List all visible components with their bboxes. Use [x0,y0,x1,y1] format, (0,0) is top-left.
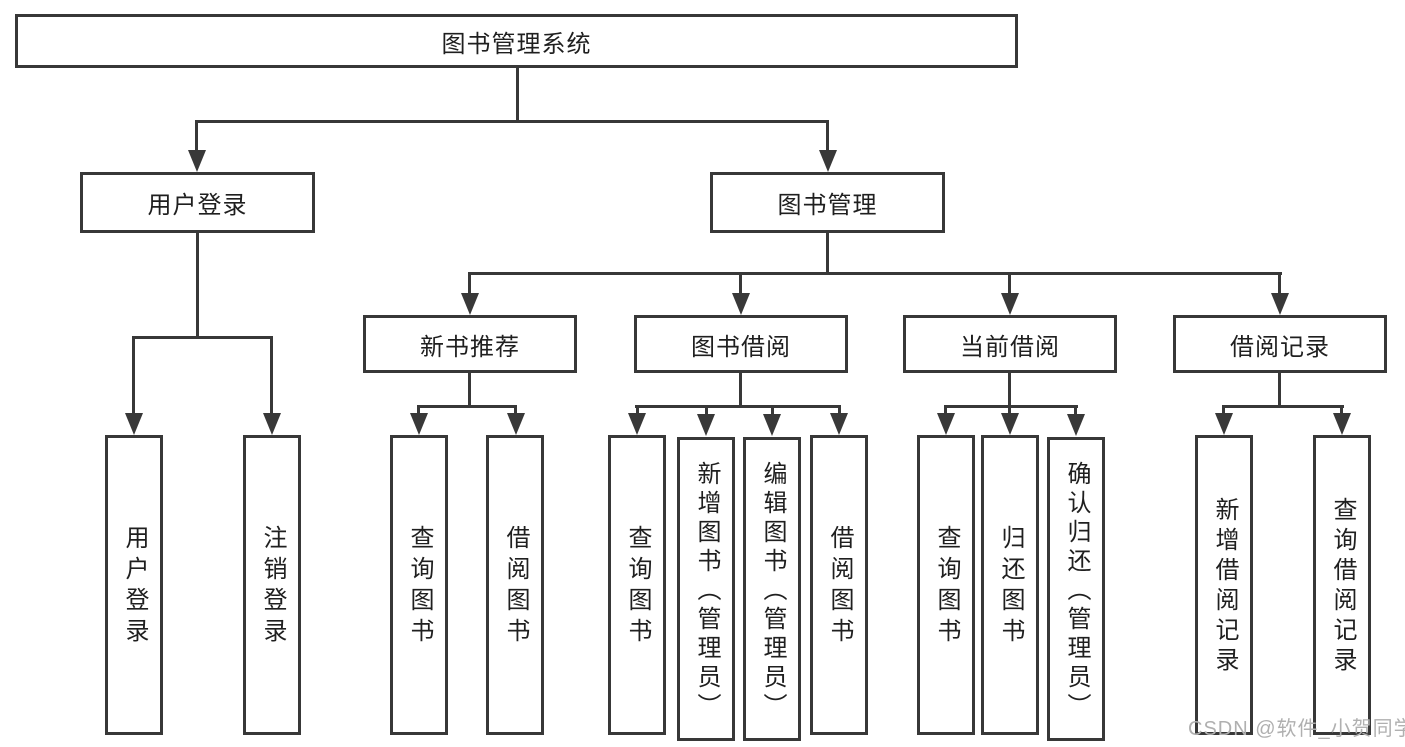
connector-line [417,405,420,415]
connector-line [1278,373,1281,407]
connector-line [1340,405,1343,415]
connector-line [468,272,1282,275]
connector-line [195,120,829,123]
leaf-borrow-books: 借阅图书 [810,435,868,735]
arrow-down-icon [410,413,428,435]
node-book-borrowing: 图书借阅 [634,315,848,373]
arrow-down-icon [1333,413,1351,435]
watermark-text: CSDN @软件_小贺同学 [1188,718,1405,740]
connector-line [826,233,829,274]
connector-line [1074,405,1077,415]
leaf-confirm-return-admin: 确认归还（管理员） [1047,437,1105,741]
connector-line [270,336,273,415]
connector-line [1222,405,1344,408]
leaf-query-books: 查询图书 [608,435,666,735]
node-new-book-recommendation: 新书推荐 [363,315,577,373]
arrow-down-icon [1001,413,1019,435]
connector-line [516,68,519,122]
arrow-down-icon [507,413,525,435]
connector-line [635,405,841,408]
arrow-down-icon [1215,413,1233,435]
connector-line [944,405,947,415]
connector-line [417,405,517,408]
connector-line [705,405,708,415]
connector-line [132,336,273,339]
connector-line [195,120,198,153]
arrow-down-icon [732,293,750,315]
arrow-down-icon [937,413,955,435]
connector-line [1222,405,1225,415]
arrow-down-icon [461,293,479,315]
leaf-user-login: 用户登录 [105,435,163,735]
connector-line [1008,373,1011,407]
connector-line [514,405,517,415]
leaf-query-books: 查询图书 [917,435,975,735]
leaf-edit-books-admin: 编辑图书（管理员） [743,437,801,741]
arrow-down-icon [263,413,281,435]
leaf-query-books: 查询图书 [390,435,448,735]
connector-line [838,405,841,415]
connector-line [771,405,774,415]
leaf-add-borrow-record: 新增借阅记录 [1195,435,1253,735]
connector-line [739,272,742,295]
arrow-down-icon [125,413,143,435]
arrow-down-icon [1067,414,1085,436]
arrow-down-icon [830,413,848,435]
connector-line [1278,272,1281,295]
connector-line [468,373,471,407]
leaf-return-books: 归还图书 [981,435,1039,735]
leaf-borrow-books: 借阅图书 [486,435,544,735]
node-user-login: 用户登录 [80,172,315,233]
node-current-borrowing: 当前借阅 [903,315,1117,373]
connector-line [132,336,135,415]
connector-line [1008,405,1011,415]
node-borrowing-records: 借阅记录 [1173,315,1387,373]
connector-line [468,272,471,295]
connector-line [739,373,742,407]
arrow-down-icon [1001,293,1019,315]
arrow-down-icon [628,413,646,435]
node-library-management-system: 图书管理系统 [15,14,1018,68]
arrow-down-icon [819,150,837,172]
connector-line [1008,272,1011,295]
arrow-down-icon [1271,293,1289,315]
leaf-query-borrow-record: 查询借阅记录 [1313,435,1371,735]
arrow-down-icon [697,414,715,436]
connector-line [636,405,639,415]
arrow-down-icon [763,414,781,436]
connector-line [196,233,199,338]
node-book-management: 图书管理 [710,172,945,233]
connector-line [826,120,829,153]
leaf-add-books-admin: 新增图书（管理员） [677,437,735,741]
connector-line [944,405,1078,408]
leaf-logout: 注销登录 [243,435,301,735]
arrow-down-icon [188,150,206,172]
